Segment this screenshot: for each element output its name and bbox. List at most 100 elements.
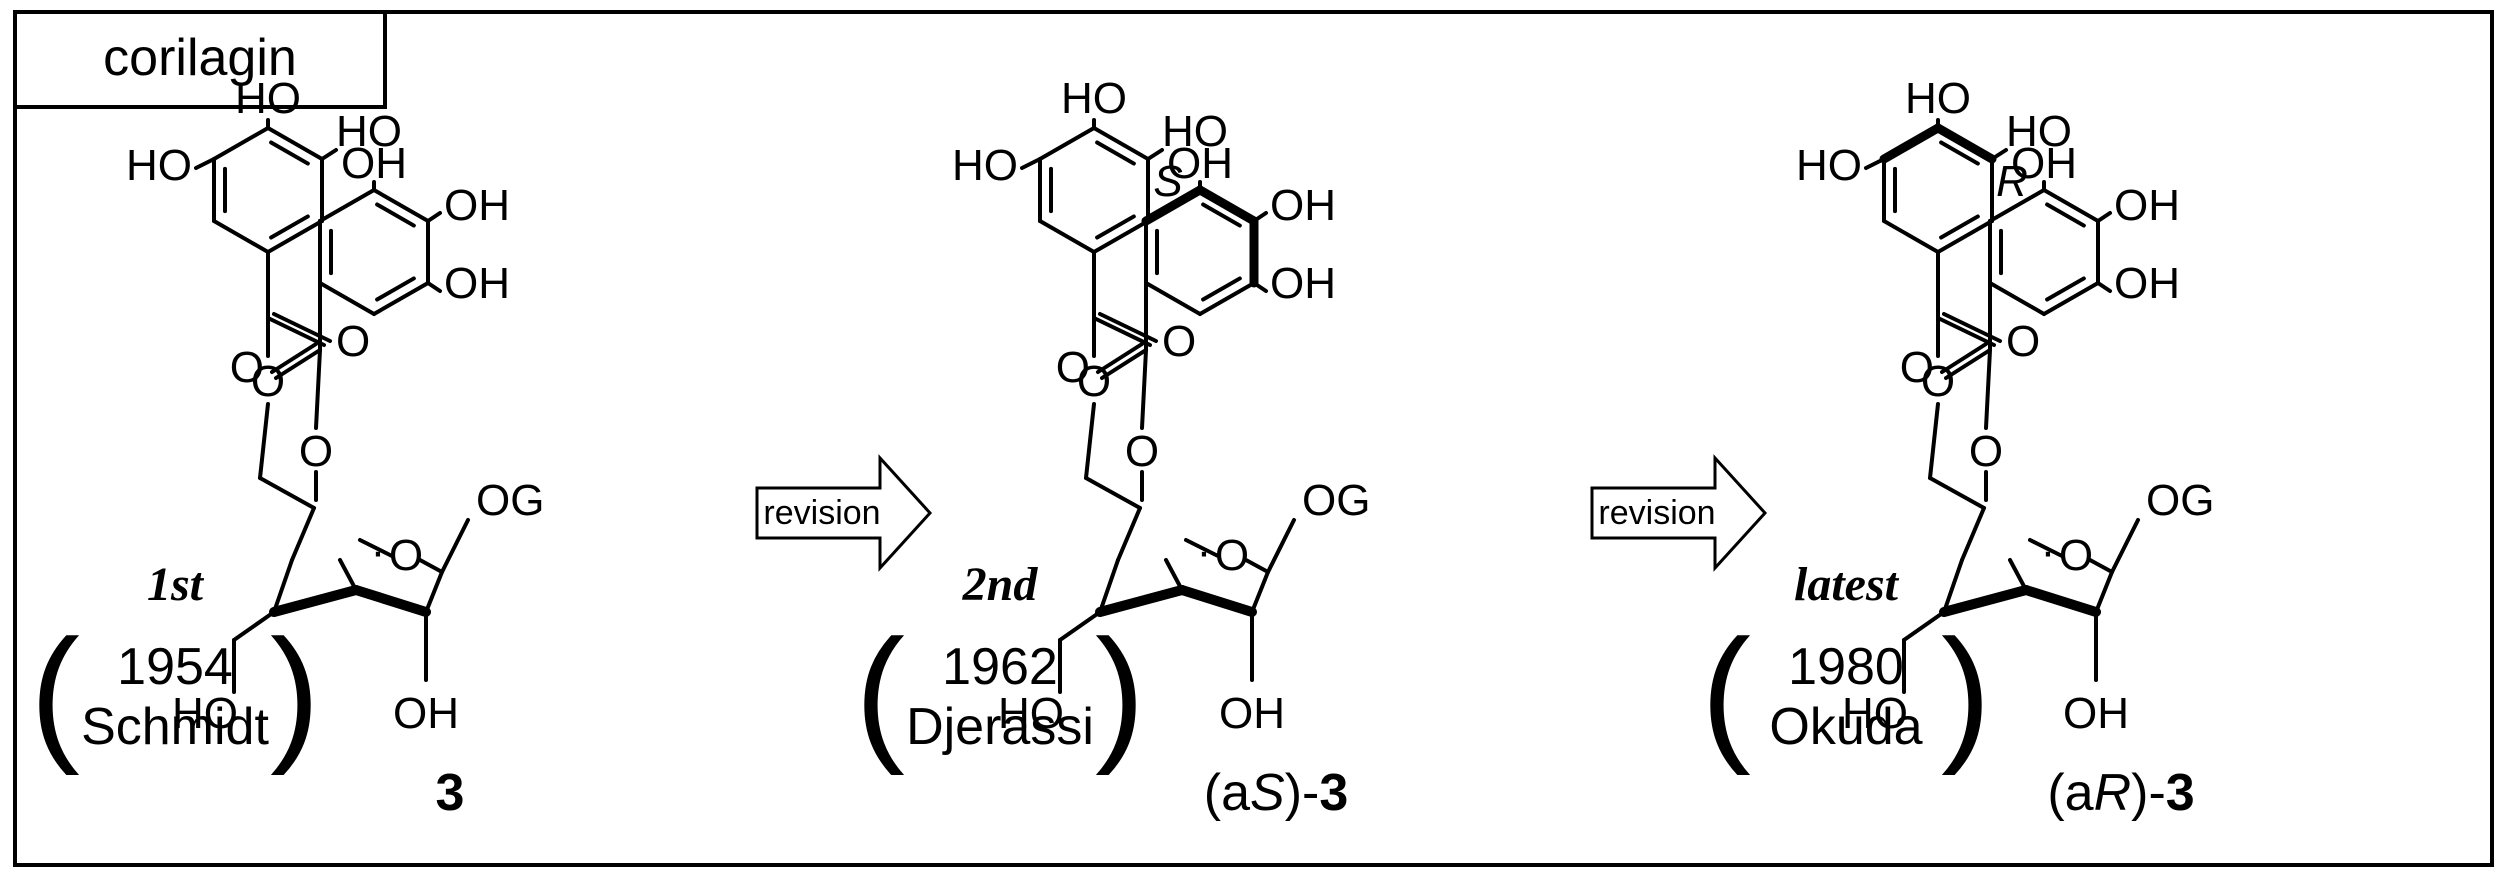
sugar-bond bbox=[2110, 518, 2140, 574]
year-label: 1980 bbox=[1788, 638, 1904, 696]
oh-label: OH bbox=[1270, 181, 1336, 230]
ring-dot-label: · bbox=[1197, 527, 1212, 576]
ho-label: HO bbox=[952, 141, 1018, 190]
oh-label: OH bbox=[1270, 259, 1336, 308]
ho-label: HO bbox=[172, 689, 238, 738]
ester-bond bbox=[1984, 348, 1992, 430]
ester-bond bbox=[258, 476, 316, 510]
og-label: OG bbox=[1302, 476, 1370, 525]
revision-arrow-1: revision bbox=[755, 454, 933, 572]
bond bbox=[1864, 157, 1886, 170]
oh-label: OH bbox=[2114, 181, 2180, 230]
ho-label: HO bbox=[1162, 107, 1228, 156]
ester-o-label: O bbox=[251, 357, 285, 406]
sugar-bond bbox=[1164, 558, 1184, 592]
right-ring-double-bond bbox=[2045, 276, 2086, 302]
bond bbox=[1252, 211, 1268, 223]
axial-stereo-label: S bbox=[1153, 157, 1182, 206]
sugar-bond bbox=[1098, 558, 1120, 614]
sugar-bond bbox=[1942, 558, 1964, 614]
paren-close: ) bbox=[1941, 608, 1991, 776]
ester-bond bbox=[1940, 342, 1988, 374]
bond bbox=[2096, 211, 2112, 223]
sugar-bond bbox=[440, 518, 470, 574]
bond bbox=[426, 211, 442, 223]
right-ring-bond bbox=[1141, 185, 1205, 226]
ho-label: HO bbox=[2006, 107, 2072, 156]
sugar-bond bbox=[1902, 610, 1946, 642]
ester-o-label: O bbox=[1077, 357, 1111, 406]
left-ring-double-bond bbox=[269, 214, 310, 240]
ester-bond bbox=[1092, 316, 1152, 347]
author-label: Djerassi bbox=[906, 698, 1094, 756]
carbonyl-o-label: O bbox=[2006, 317, 2040, 366]
compound-italic: R bbox=[2094, 764, 2132, 822]
left-ring-double-bond bbox=[269, 140, 310, 166]
revision-arrow-2: revision bbox=[1590, 454, 1768, 572]
compound-prefix: (a bbox=[1204, 764, 1250, 822]
sugar-bond bbox=[1095, 585, 1187, 617]
ho-label: HO bbox=[1905, 74, 1971, 123]
sugar-bond bbox=[2021, 585, 2101, 617]
compound-prefix: (a bbox=[2047, 764, 2093, 822]
oh-label: OH bbox=[2011, 139, 2077, 188]
right-ring-bond bbox=[1988, 188, 2046, 223]
left-ring-double-bond bbox=[1095, 140, 1136, 166]
ester-bond bbox=[1084, 476, 1142, 510]
ester-o-label: O bbox=[1125, 427, 1159, 476]
oh-label: OH bbox=[341, 139, 407, 188]
sugar-bond bbox=[424, 570, 444, 614]
sugar-bond bbox=[2094, 570, 2114, 614]
sugar-bond bbox=[1184, 538, 1220, 558]
ester-bond bbox=[270, 342, 318, 374]
right-ring-double-bond bbox=[1201, 202, 1242, 228]
right-ring-bond bbox=[318, 188, 376, 223]
right-ring-double-bond bbox=[375, 202, 416, 228]
carbonyl-o-label: O bbox=[1162, 317, 1196, 366]
sugar-bond bbox=[351, 585, 431, 617]
year-label: 1962 bbox=[942, 638, 1058, 696]
left-ring-double-bond bbox=[1939, 214, 1980, 240]
ester-bond bbox=[1928, 476, 1986, 510]
left-ring-bond bbox=[1092, 219, 1150, 254]
oh-label: OH bbox=[1219, 689, 1285, 738]
outer-frame bbox=[13, 10, 2494, 867]
left-ring-bond bbox=[1038, 126, 1096, 161]
left-ring-bond bbox=[1882, 219, 1940, 254]
ester-bond bbox=[258, 402, 270, 480]
left-ring-bond bbox=[1936, 219, 1994, 254]
bond bbox=[426, 281, 442, 293]
sugar-bond bbox=[272, 558, 294, 614]
ester-bond bbox=[314, 348, 322, 430]
ester-bond bbox=[1928, 402, 1940, 480]
bond bbox=[194, 157, 216, 170]
compound-number: 3 bbox=[436, 764, 465, 822]
paren-open: ( bbox=[855, 608, 905, 776]
paren-open: ( bbox=[30, 608, 80, 776]
ho-label: HO bbox=[235, 74, 301, 123]
carbonyl-o-label: O bbox=[230, 343, 264, 392]
ring-o-label: O bbox=[389, 531, 423, 580]
sugar-bond bbox=[1116, 506, 1142, 562]
ho-label: HO bbox=[336, 107, 402, 156]
sugar-bond bbox=[1058, 610, 1102, 642]
ester-bond bbox=[266, 316, 326, 347]
left-ring-bond bbox=[266, 126, 324, 161]
sugar-bond bbox=[418, 558, 444, 574]
sugar-bond bbox=[2088, 558, 2114, 574]
carbonyl-o-label: O bbox=[1900, 343, 1934, 392]
title-box bbox=[15, 12, 387, 109]
sugar-bond bbox=[358, 538, 394, 558]
carbonyl-o-label: O bbox=[336, 317, 370, 366]
paren-close: ) bbox=[1095, 608, 1145, 776]
sugar-bond bbox=[2008, 558, 2028, 592]
ester-bond bbox=[1084, 402, 1096, 480]
left-ring-double-bond bbox=[1939, 140, 1980, 166]
paren-open: ( bbox=[1701, 608, 1751, 776]
right-ring-double-bond bbox=[375, 276, 416, 302]
sugar-bond bbox=[1177, 585, 1257, 617]
